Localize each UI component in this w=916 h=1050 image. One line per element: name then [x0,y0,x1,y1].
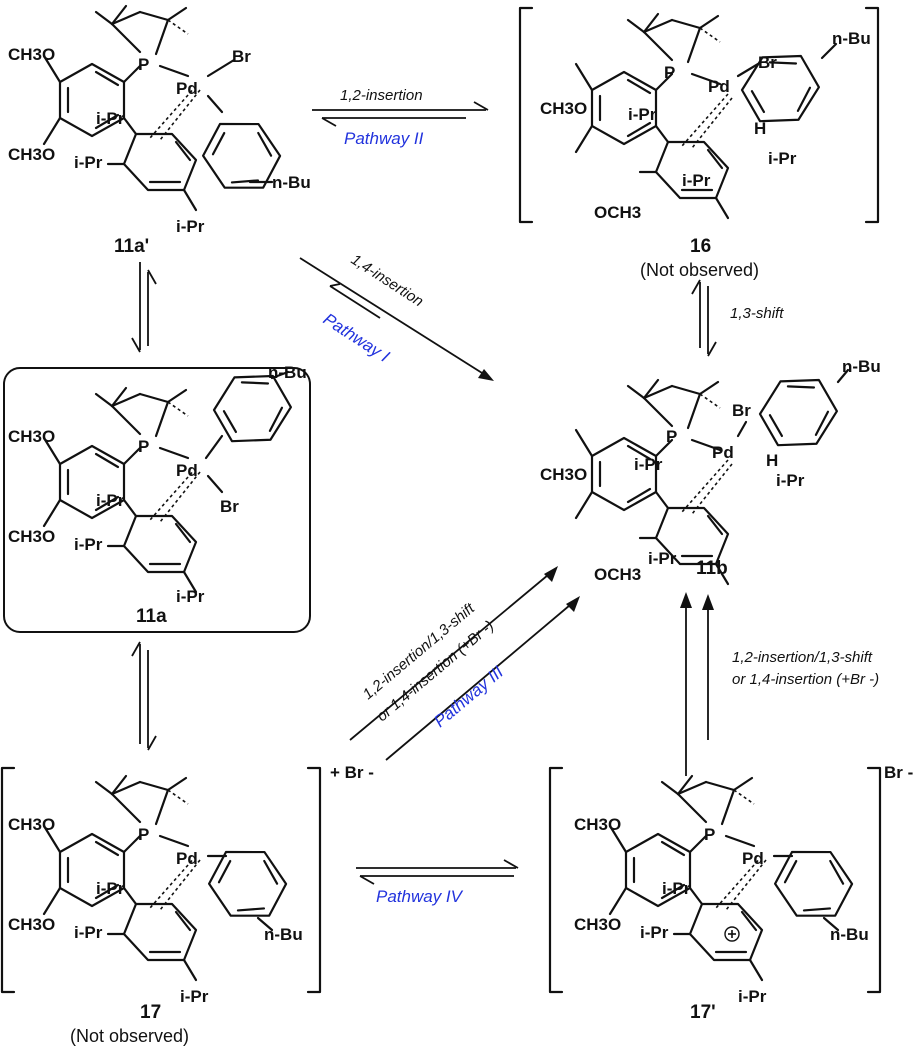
condition-1-3-shift: 1,3-shift [730,305,784,322]
bromine-atom: Br [232,47,251,66]
isopropyl-label: i-Pr [176,587,205,606]
arrow-17-to-11b: 1,2-insertion/1,3-shift or 1,4-insertion… [349,566,580,761]
methoxy-top: CH3O [540,465,587,484]
bromine-atom: Br [732,401,751,420]
isopropyl-label: i-Pr [74,923,103,942]
isopropyl-label: i-Pr [628,105,657,124]
pathway-i-label: Pathway I [320,309,393,366]
isopropyl-label: i-Pr [180,987,209,1006]
methoxy-top: CH3O [540,99,587,118]
palladium-atom: Pd [742,849,764,868]
isopropyl-label: i-Pr [176,217,205,236]
cation-charge-icon [724,926,740,942]
condition-line1: 1,2-insertion/1,3-shift [732,649,873,666]
condition-1-2-insertion: 1,2-insertion [340,87,423,104]
compound-17: CH3O CH3O P Pd i-Pr i-Pr i-Pr n-Bu [8,774,303,1006]
methoxy-top: CH3O [574,815,621,834]
n-butyl-label: n-Bu [272,173,311,192]
methoxy-bottom: OCH3 [594,565,641,584]
isopropyl-label: i-Pr [776,471,805,490]
bracket-16 [518,6,880,224]
equilibrium-arrow-11a-prime-11a [131,262,157,353]
condition-line2: or 1,4-insertion (+Br -) [732,671,879,688]
isopropyl-label: i-Pr [74,535,103,554]
arrow-17-prime-to-11b: 1,2-insertion/1,3-shift or 1,4-insertion… [680,592,879,776]
equilibrium-arrow-17-17-prime: Pathway IV [356,859,519,906]
methoxy-top: CH3O [8,815,55,834]
isopropyl-label: i-Pr [662,879,691,898]
phosphorus-atom: P [664,63,675,82]
equilibrium-arrow-11a-prime-16: 1,2-insertion Pathway II [312,87,489,148]
compound-11a-prime: CH3O CH3O P Pd i-Pr i-Pr i-Pr Br n-Bu [8,4,311,236]
isopropyl-label: i-Pr [768,149,797,168]
not-observed-note-16: (Not observed) [640,260,759,280]
isopropyl-label: i-Pr [96,491,125,510]
equilibrium-arrow-11a-prime-11b: 1,4-insertion Pathway I [299,251,494,381]
condition-1-4-insertion: 1,4-insertion [348,251,426,310]
n-butyl-label: n-Bu [268,363,307,382]
compound-11b: CH3O P Pd i-Pr i-Pr i-Pr OCH3 H Br n-Bu [540,357,881,586]
isopropyl-label: i-Pr [634,455,663,474]
compound-label-17: 17 [140,1002,161,1023]
isopropyl-label: i-Pr [648,549,677,568]
counterion-17: + Br - [330,763,374,782]
phosphorus-atom: P [666,427,677,446]
highlight-box-11a [3,367,311,633]
compound-label-11a-prime: 11a' [114,236,149,257]
compound-label-11a: 11a [136,606,167,627]
hydrogen-atom: H [754,119,766,138]
n-butyl-label: n-Bu [830,925,869,944]
bracket-17-prime [548,766,882,994]
isopropyl-label: i-Pr [96,109,125,128]
methoxy-bottom: CH3O [8,145,55,164]
isopropyl-label: i-Pr [738,987,767,1006]
phosphorus-atom: P [138,55,149,74]
palladium-atom: Pd [708,77,730,96]
palladium-atom: Pd [176,461,198,480]
phosphorus-atom: P [138,825,149,844]
isopropyl-label: i-Pr [682,171,711,190]
palladium-atom: Pd [176,79,198,98]
compound-label-17-prime: 17' [690,1002,716,1023]
n-butyl-label: n-Bu [264,925,303,944]
methoxy-top: CH3O [8,45,55,64]
methoxy-bottom: OCH3 [594,203,641,222]
hydrogen-atom: H [766,451,778,470]
compound-label-11b: 11b [696,558,728,579]
bracket-17 [0,766,322,994]
palladium-atom: Pd [176,849,198,868]
compound-16: CH3O P Pd i-Pr i-Pr i-Pr OCH3 H Br n-Bu [540,12,871,222]
methoxy-bottom: CH3O [574,915,621,934]
counterion-17-prime: Br - [884,763,913,782]
n-butyl-label: n-Bu [832,29,871,48]
n-butyl-label: n-Bu [842,357,881,376]
methoxy-bottom: CH3O [8,915,55,934]
pathway-iv-label: Pathway IV [376,887,464,906]
isopropyl-label: i-Pr [74,153,103,172]
compound-label-16: 16 [690,236,711,257]
palladium-atom: Pd [712,443,734,462]
compound-11a: CH3O CH3O P Pd i-Pr i-Pr i-Pr Br n-Bu [8,359,307,606]
bromine-atom: Br [220,497,239,516]
compound-17-prime: CH3O CH3O P Pd i-Pr i-Pr i-Pr n-Bu [574,774,869,1006]
phosphorus-atom: P [138,437,149,456]
isopropyl-label: i-Pr [96,879,125,898]
equilibrium-arrow-11a-17 [131,641,157,751]
isopropyl-label: i-Pr [640,923,669,942]
equilibrium-arrow-16-11b: 1,3-shift [691,279,784,357]
methoxy-top: CH3O [8,427,55,446]
not-observed-note-17: (Not observed) [70,1026,189,1046]
phosphorus-atom: P [704,825,715,844]
pathway-ii-label: Pathway II [344,129,424,148]
methoxy-bottom: CH3O [8,527,55,546]
